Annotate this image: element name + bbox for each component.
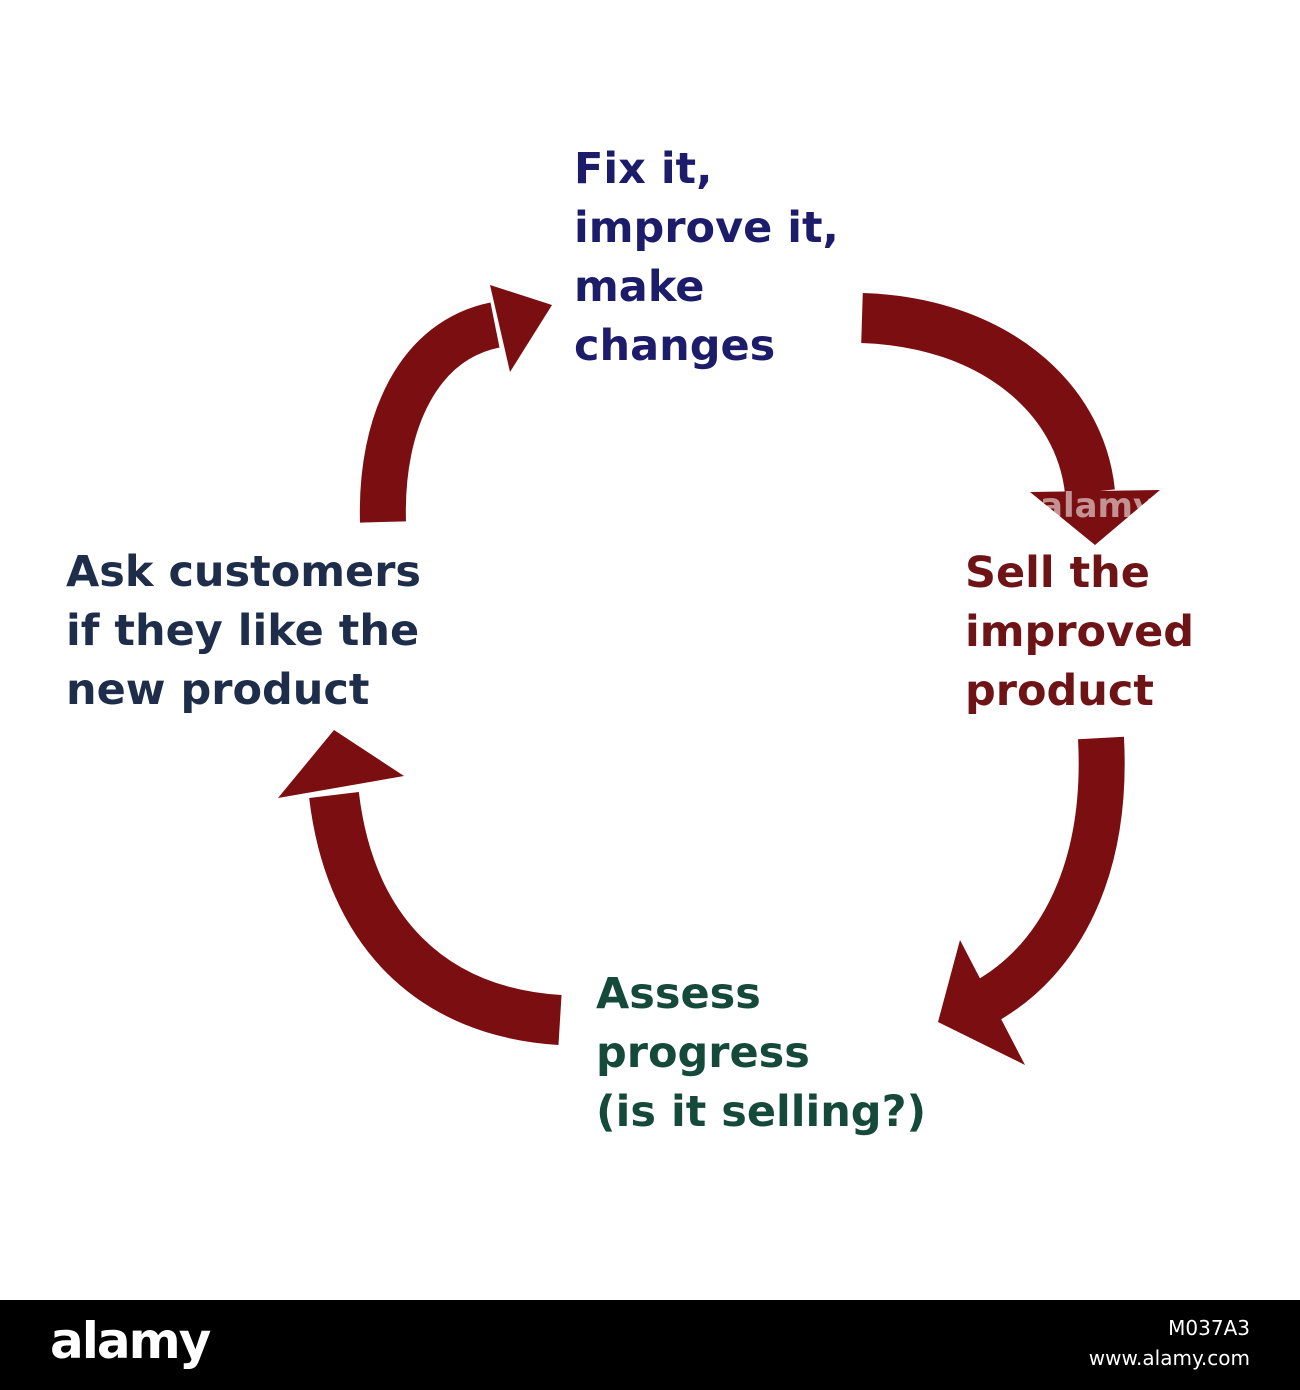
step-ask-line: if they like the: [66, 606, 420, 656]
alamy-logo: alamy: [50, 1312, 211, 1370]
image-id: M037A3: [1168, 1316, 1250, 1340]
step-fix-line: make: [574, 262, 705, 312]
step-sell-line: product: [965, 666, 1154, 716]
step-fix-line: changes: [574, 321, 776, 371]
step-sell-line: Sell the: [965, 548, 1150, 598]
step-fix-line: improve it,: [574, 203, 839, 253]
site-url: www.alamy.com: [1088, 1346, 1250, 1370]
step-assess-line: (is it selling?): [596, 1087, 927, 1137]
step-ask-line: new product: [66, 665, 370, 715]
cycle-arrows: [278, 285, 1160, 1065]
arrow-ask-to-fix: [359, 285, 552, 523]
step-sell-label: Sell the improved product: [965, 544, 1194, 721]
step-ask-label: Ask customers if they like the new produ…: [66, 543, 421, 720]
watermark-footer: alamy M037A3 www.alamy.com: [0, 1300, 1300, 1390]
arrow-assess-to-ask: [278, 730, 562, 1045]
step-ask-line: Ask customers: [66, 547, 422, 597]
step-assess-label: Assess progress (is it selling?): [596, 965, 926, 1142]
cycle-diagram: Fix it, improve it, make changes Sell th…: [66, 140, 1195, 1142]
step-fix-label: Fix it, improve it, make changes: [574, 140, 839, 376]
arrow-sell-to-assess: [938, 736, 1125, 1065]
step-assess-line: progress: [596, 1028, 810, 1078]
arrow-fix-to-sell: [860, 293, 1160, 545]
step-sell-line: improved: [965, 607, 1195, 657]
step-assess-line: Assess: [596, 969, 761, 1019]
step-fix-line: Fix it,: [574, 144, 713, 194]
